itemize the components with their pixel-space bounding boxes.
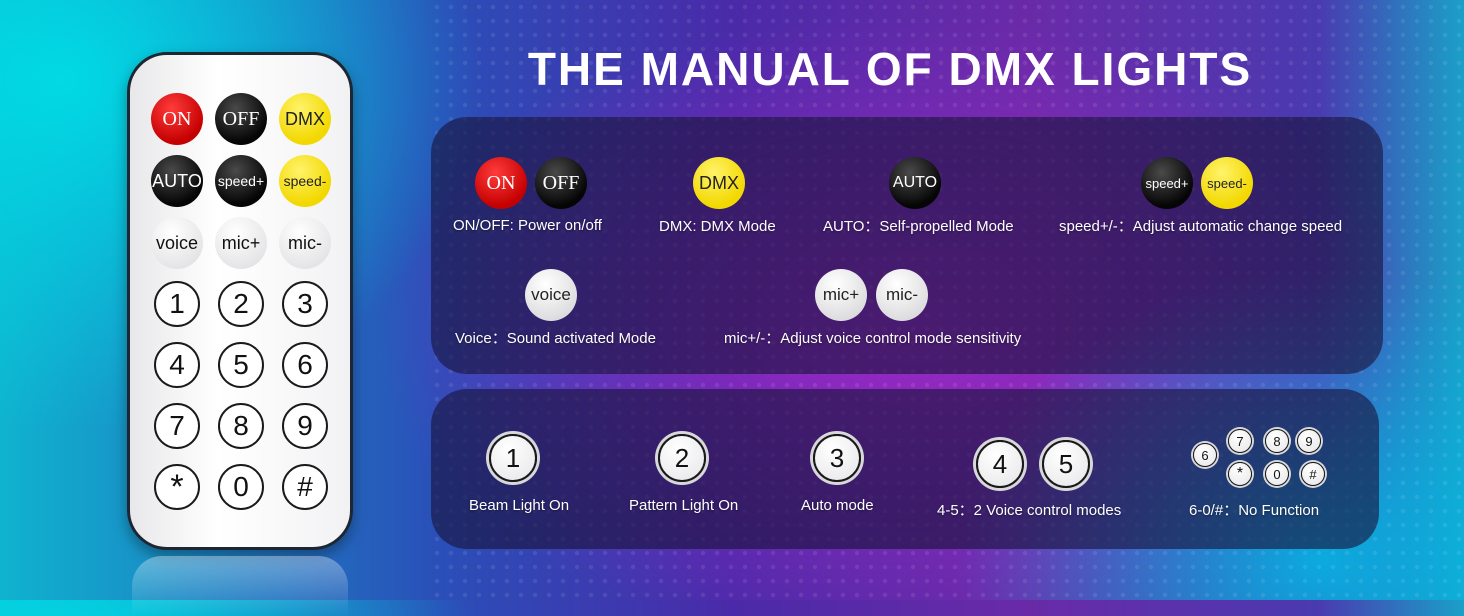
remote-mic-plus-button[interactable]: mic+ bbox=[215, 217, 267, 269]
key-hash-button[interactable]: # bbox=[1301, 462, 1325, 486]
remote-off-button[interactable]: OFF bbox=[215, 93, 267, 145]
function-panel-top: ON OFF ON/OFF: Power on/off DMX DMX: DMX… bbox=[431, 117, 1383, 374]
remote-on-button[interactable]: ON bbox=[151, 93, 203, 145]
remote-auto-button[interactable]: AUTO bbox=[151, 155, 203, 207]
key-3-description: Auto mode bbox=[801, 497, 874, 514]
remote-key-2[interactable]: 2 bbox=[218, 281, 264, 327]
key-3-button[interactable]: 3 bbox=[813, 434, 861, 482]
key-1-description: Beam Light On bbox=[469, 497, 570, 514]
key-9-button[interactable]: 9 bbox=[1297, 429, 1321, 453]
off-button[interactable]: OFF bbox=[535, 157, 587, 209]
key-star-button[interactable]: * bbox=[1228, 462, 1252, 486]
auto-description: AUTO：Self-propelled Mode bbox=[823, 218, 1014, 235]
remote-mic-minus-button[interactable]: mic- bbox=[279, 217, 331, 269]
voice-description: Voice：Sound activated Mode bbox=[455, 330, 656, 347]
remote-key-7[interactable]: 7 bbox=[154, 403, 200, 449]
key-5-button[interactable]: 5 bbox=[1042, 440, 1090, 488]
key-0-button[interactable]: 0 bbox=[1265, 462, 1289, 486]
function-panel-bottom: 1 Beam Light On 2 Pattern Light On 3 Aut… bbox=[431, 389, 1379, 549]
key-8-button[interactable]: 8 bbox=[1265, 429, 1289, 453]
onoff-description: ON/OFF: Power on/off bbox=[453, 217, 602, 234]
remote-key-9[interactable]: 9 bbox=[282, 403, 328, 449]
key-4-button[interactable]: 4 bbox=[976, 440, 1024, 488]
remote-dmx-button[interactable]: DMX bbox=[279, 93, 331, 145]
remote-voice-button[interactable]: voice bbox=[151, 217, 203, 269]
remote-key-3[interactable]: 3 bbox=[282, 281, 328, 327]
remote-key-hash[interactable]: # bbox=[282, 464, 328, 510]
remote-key-1[interactable]: 1 bbox=[154, 281, 200, 327]
mic-description: mic+/-：Adjust voice control mode sensiti… bbox=[724, 330, 1022, 347]
remote-key-5[interactable]: 5 bbox=[218, 342, 264, 388]
dmx-description: DMX: DMX Mode bbox=[659, 218, 776, 235]
dmx-button[interactable]: DMX bbox=[693, 157, 745, 209]
remote-key-4[interactable]: 4 bbox=[154, 342, 200, 388]
auto-button[interactable]: AUTO bbox=[889, 157, 941, 209]
remote-key-6[interactable]: 6 bbox=[282, 342, 328, 388]
remote-reflection bbox=[132, 556, 348, 616]
remote-key-0[interactable]: 0 bbox=[218, 464, 264, 510]
remote-key-8[interactable]: 8 bbox=[218, 403, 264, 449]
mic-minus-button[interactable]: mic- bbox=[876, 269, 928, 321]
key-2-description: Pattern Light On bbox=[629, 497, 739, 514]
speed-description: speed+/-：Adjust automatic change speed bbox=[1059, 218, 1343, 235]
key-4-5-description: 4-5：2 Voice control modes bbox=[937, 502, 1122, 519]
speed-minus-button[interactable]: speed- bbox=[1201, 157, 1253, 209]
no-function-description: 6-0/#：No Function bbox=[1189, 502, 1320, 519]
mic-plus-button[interactable]: mic+ bbox=[815, 269, 867, 321]
key-1-button[interactable]: 1 bbox=[489, 434, 537, 482]
speed-plus-button[interactable]: speed+ bbox=[1141, 157, 1193, 209]
page-title: THE MANUAL OF DMX LIGHTS bbox=[527, 43, 1253, 95]
remote-control: ON OFF DMX AUTO speed+ speed- voice mic+… bbox=[127, 52, 353, 550]
on-button[interactable]: ON bbox=[475, 157, 527, 209]
key-7-button[interactable]: 7 bbox=[1228, 429, 1252, 453]
remote-speed-plus-button[interactable]: speed+ bbox=[215, 155, 267, 207]
key-6-button[interactable]: 6 bbox=[1193, 443, 1217, 467]
remote-speed-minus-button[interactable]: speed- bbox=[279, 155, 331, 207]
voice-button[interactable]: voice bbox=[525, 269, 577, 321]
key-2-button[interactable]: 2 bbox=[658, 434, 706, 482]
remote-key-star[interactable]: * bbox=[154, 464, 200, 510]
